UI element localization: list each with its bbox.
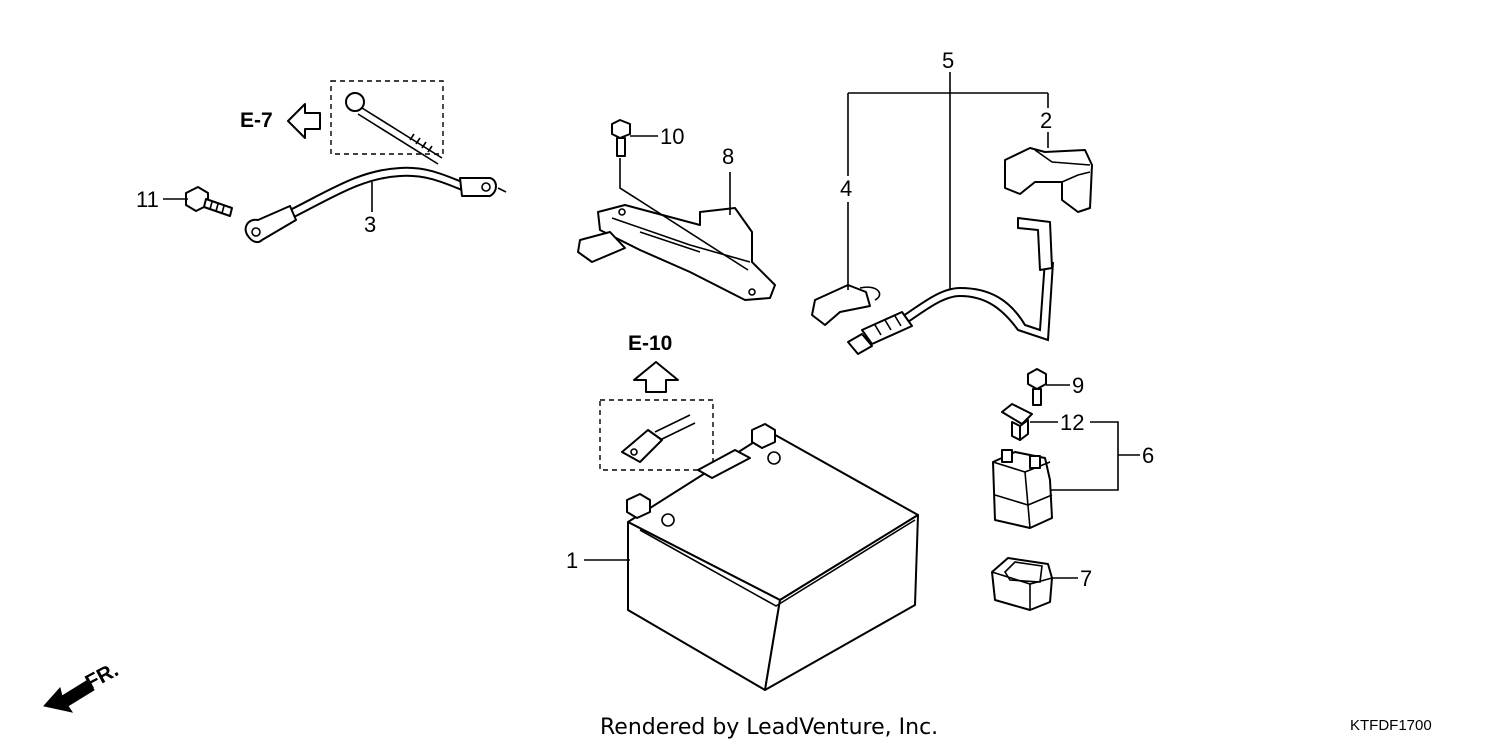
starter-relay-part-6 <box>992 449 1053 529</box>
fuse-part-12 <box>1001 403 1033 441</box>
terminal-cover-part-2 <box>1004 147 1093 213</box>
battery-part-1 <box>626 423 919 691</box>
hollow-left-arrow-icon <box>287 103 321 139</box>
callout-8[interactable]: 8 <box>722 144 734 169</box>
callout-3[interactable]: 3 <box>364 212 376 237</box>
cable-part-5 <box>847 217 1054 355</box>
callout-6[interactable]: 6 <box>1142 443 1154 468</box>
battery-holder-part-8 <box>577 204 776 301</box>
callout-7[interactable]: 7 <box>1080 566 1092 591</box>
diagram-code: KTFDF1700 <box>1350 717 1432 734</box>
callout-2[interactable]: 2 <box>1040 108 1052 133</box>
front-direction-indicator: FR. <box>43 658 122 713</box>
relay-cover-part-7 <box>991 557 1053 611</box>
callout-1[interactable]: 1 <box>566 548 578 573</box>
hollow-up-arrow-icon <box>633 361 679 393</box>
bolt-part-10 <box>611 119 631 157</box>
callout-10[interactable]: 10 <box>660 124 684 149</box>
callout-5[interactable]: 5 <box>942 48 954 73</box>
battery-cable-part-3 <box>244 92 507 244</box>
reference-e7-group: E-7 <box>240 80 444 155</box>
credit-text: Rendered by LeadVenture, Inc. <box>600 715 938 740</box>
dashed-detail-box-e10 <box>599 399 714 471</box>
reference-e10-group: E-10 <box>599 332 714 471</box>
bolt-part-11 <box>185 186 233 217</box>
reference-e10-label[interactable]: E-10 <box>628 332 672 355</box>
terminal-cover-part-4 <box>811 284 881 326</box>
leader-lines-5-2-4 <box>847 72 1049 290</box>
leader-lines-6 <box>1050 421 1140 491</box>
reference-e7-label[interactable]: E-7 <box>240 109 273 132</box>
callout-4[interactable]: 4 <box>840 176 852 201</box>
callout-9[interactable]: 9 <box>1072 373 1084 398</box>
front-arrow-icon <box>43 679 95 713</box>
callout-11[interactable]: 11 <box>136 187 159 212</box>
bolt-part-9 <box>1027 368 1047 406</box>
leader-line-8 <box>619 158 749 271</box>
dashed-detail-box-e7 <box>330 80 444 155</box>
callout-12[interactable]: 12 <box>1060 410 1084 435</box>
